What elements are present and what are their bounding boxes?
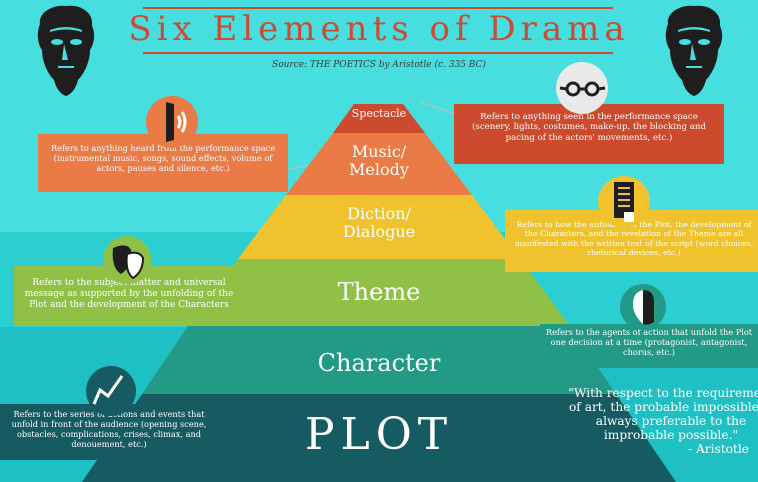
tier-label-theme: Theme	[337, 278, 421, 306]
aristotle-bust-right	[665, 5, 723, 97]
tier-label-character: Character	[317, 349, 441, 377]
plot-line-icon	[86, 366, 136, 416]
description-character: Refers to the agents of action that unfo…	[540, 324, 758, 368]
script-icon	[598, 176, 650, 228]
tier-label-plot: PLOT	[304, 409, 454, 460]
tier-plot	[82, 394, 676, 482]
tier-label-music: Music/ Melody	[349, 142, 409, 180]
aristotle-quote: "With respect to the requirement of art,…	[568, 386, 758, 456]
source-caption: Source: THE POETICS by Aristotle (c. 335…	[272, 60, 486, 70]
tier-music	[286, 133, 472, 195]
masks-icon	[103, 236, 151, 284]
tier-theme	[188, 259, 570, 326]
quote-attribution: - Aristotle	[688, 442, 750, 457]
quote-text: "With respect to the requirement of art,…	[568, 386, 758, 443]
page-title: Six Elements of Drama	[128, 9, 630, 49]
tier-label-diction: Diction/ Dialogue	[342, 204, 416, 242]
glasses-icon	[556, 62, 608, 114]
tier-character	[142, 326, 616, 394]
tier-label-spectacle: Spectacle	[351, 107, 407, 120]
tier-spectacle	[333, 104, 425, 133]
aristotle-bust-left	[37, 5, 95, 97]
profile-icon	[620, 284, 666, 330]
title-rule-top	[143, 7, 613, 9]
description-spectacle: Refers to anything seen in the performan…	[454, 104, 724, 164]
speaker-icon	[146, 96, 198, 148]
title-rule-bottom	[143, 52, 613, 54]
tier-diction	[238, 195, 520, 259]
